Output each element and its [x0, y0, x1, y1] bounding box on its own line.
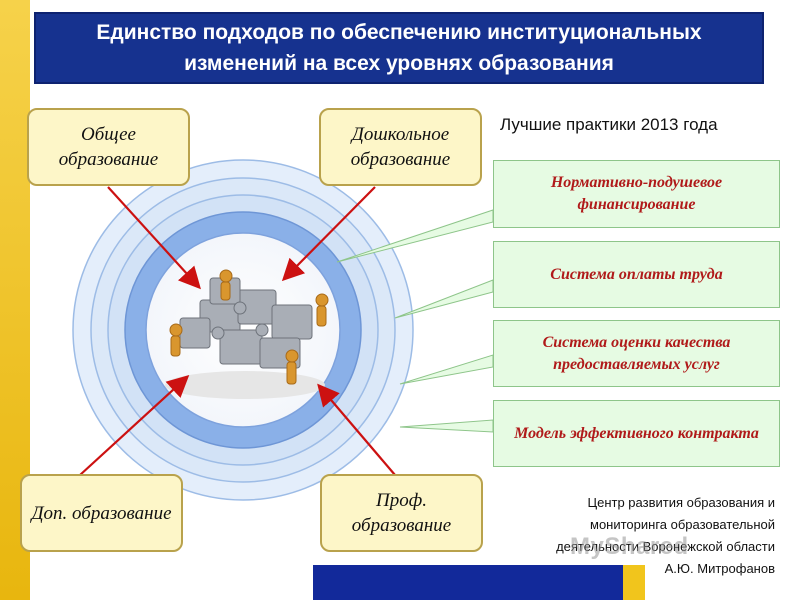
arrow-general [107, 186, 201, 290]
watermark-text: MyShared [570, 533, 689, 560]
page-title: Единство подходов по обеспечению институ… [96, 21, 702, 75]
practice-box-3: Система оценки качества предоставляемых … [493, 320, 780, 387]
level-preschool-box: Дошкольное образование [319, 108, 482, 186]
bottom-blue-bar [313, 565, 625, 600]
practice-box-2: Система оплаты труда [493, 241, 780, 308]
bottom-yellow-block [623, 565, 645, 600]
level-professional-box: Проф. образование [320, 474, 483, 552]
callout-3 [399, 354, 494, 385]
callout-connectors [336, 209, 494, 433]
practice-box-1: Нормативно-подушевое финансирование [493, 160, 780, 228]
footer-organization: Центр развития образования и мониторинга… [556, 495, 775, 554]
level-additional-box: Доп. образование [20, 474, 183, 552]
callout-4 [399, 419, 494, 433]
footer-credits: Центр развития образования и мониторинга… [510, 492, 775, 580]
arrow-professional [317, 383, 396, 476]
footer-author: А.Ю. Митрофанов [664, 561, 775, 576]
arrow-preschool [281, 186, 376, 282]
practice-box-4: Модель эффективного контракта [493, 400, 780, 467]
level-arrows [79, 186, 396, 476]
header-banner: Единство подходов по обеспечению институ… [34, 12, 764, 84]
puzzle-team-illustration [165, 269, 329, 399]
level-general-box: Общее образование [27, 108, 190, 186]
arrow-additional [79, 375, 190, 476]
best-practices-heading: Лучшие практики 2013 года [500, 115, 718, 134]
